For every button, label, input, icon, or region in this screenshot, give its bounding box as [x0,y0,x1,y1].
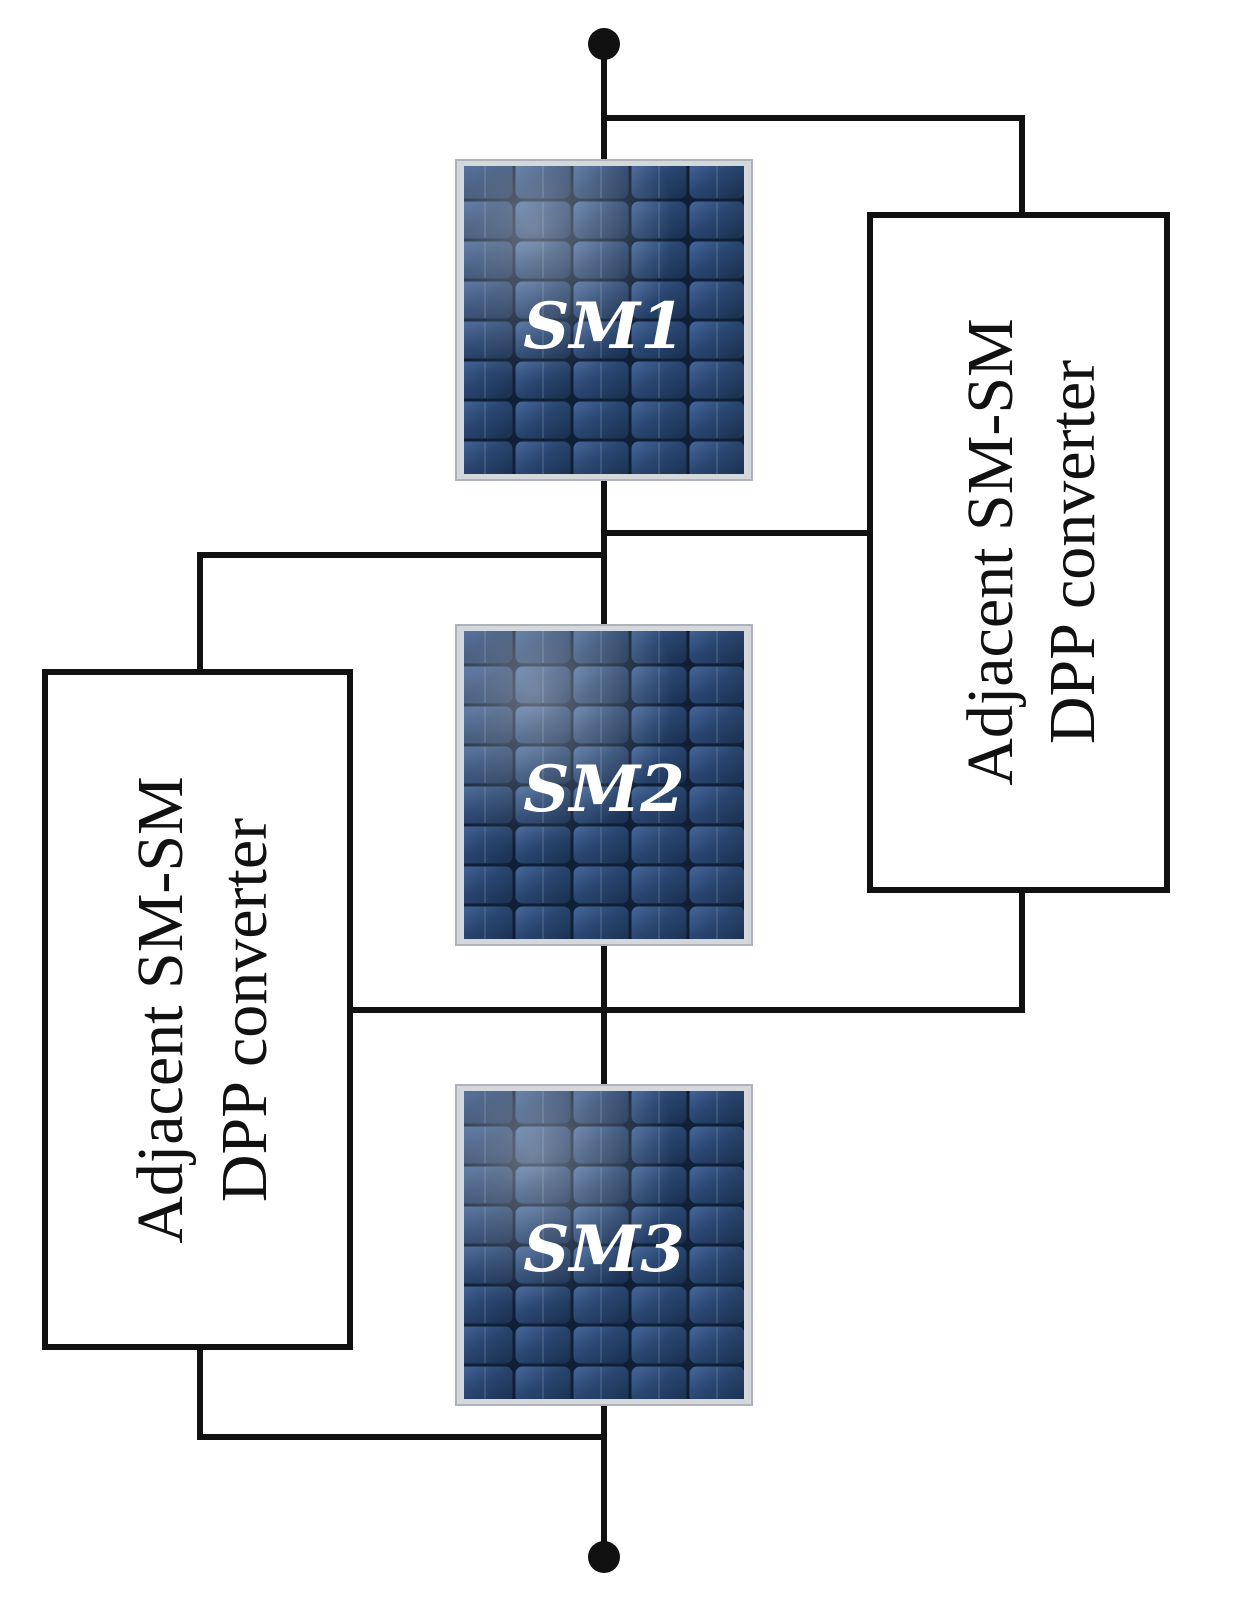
wire-left-converter-top [197,552,607,675]
panel-label-sm1: SM1 [523,289,685,364]
wire-left-converter-bottom [197,1344,607,1440]
converter-left-line2: DPP converter [208,818,281,1202]
converter-right: Adjacent SM-SM DPP converter [867,212,1170,893]
converter-left-box [42,669,353,1350]
wire-right-converter-bottom [352,887,1025,1013]
panel-glare [464,166,744,474]
converter-right-line1: Adjacent SM-SM [954,318,1027,785]
converter-left: Adjacent SM-SM DPP converter [42,669,353,1350]
converter-right-line2: DPP converter [1036,360,1109,744]
panel-glare [464,631,744,939]
wire-right-converter-top [601,115,1025,218]
panel-label-sm2: SM2 [523,752,685,827]
panel-glare [464,1091,744,1399]
converter-right-box [867,212,1170,893]
solar-panel-sm1: SM1 [455,159,753,481]
converter-left-line1: Adjacent SM-SM [124,776,197,1243]
negative-terminal [588,1541,620,1573]
panel-label-sm3: SM3 [523,1212,685,1287]
solar-panel-sm3: SM3 [455,1084,753,1406]
positive-terminal [588,28,620,60]
wiring [197,41,1025,1560]
solar-panel-sm2: SM2 [455,624,753,946]
